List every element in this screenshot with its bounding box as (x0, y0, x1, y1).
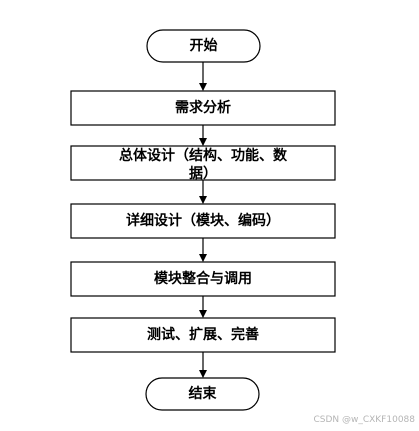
step-label: 模块整合与调用 (154, 270, 252, 287)
start-label: 开始 (190, 37, 218, 54)
end-label: 结束 (189, 385, 218, 402)
step-label: 详细设计（模块、编码） (126, 212, 280, 229)
step-detailed-design: 详细设计（模块、编码） (70, 203, 336, 239)
step-testing: 测试、扩展、完善 (70, 317, 336, 353)
start-terminal: 开始 (146, 29, 261, 63)
step-module-integration: 模块整合与调用 (70, 261, 336, 297)
end-terminal: 结束 (145, 377, 260, 411)
watermark: CSDN @w_CXKF10088 (313, 415, 415, 425)
step-requirements-analysis: 需求分析 (70, 90, 336, 126)
step-label: 测试、扩展、完善 (147, 326, 259, 343)
step-label-line-2: 据） (189, 165, 217, 182)
step-overall-design: 总体设计（结构、功能、数 据） (70, 145, 336, 182)
step-label: 需求分析 (175, 99, 231, 116)
step-label-line-1: 总体设计（结构、功能、数 (119, 147, 288, 164)
